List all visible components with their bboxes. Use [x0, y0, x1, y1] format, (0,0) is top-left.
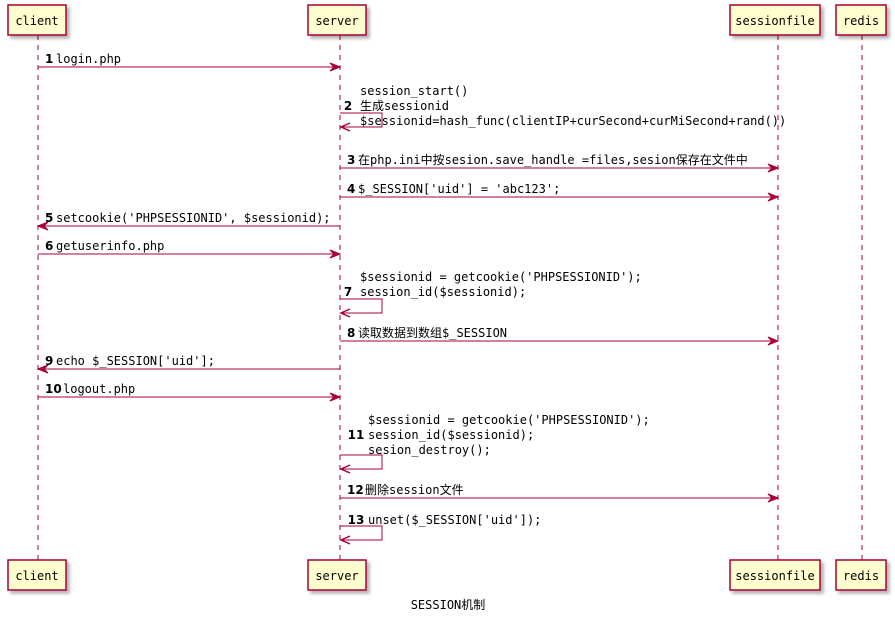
- message-13: unset($_SESSION['uid']);13: [339, 513, 541, 545]
- participant-client-bottom: client: [7, 559, 67, 591]
- self-message-line: [340, 525, 383, 541]
- arrow-head: [339, 535, 351, 545]
- participant-label: sessionfile: [735, 14, 814, 28]
- participant-label: redis: [843, 569, 879, 583]
- arrow-head: [339, 464, 351, 474]
- message-text: getuserinfo.php: [56, 239, 164, 253]
- message-number: 6: [45, 239, 53, 253]
- message-text: $sessionid = getcookie('PHPSESSIONID');: [368, 413, 650, 427]
- participant-client-top: client: [7, 4, 67, 36]
- participant-sessionfile-bottom: sessionfile: [729, 559, 821, 591]
- arrow-head: [339, 308, 351, 318]
- self-message-line: [340, 298, 383, 314]
- message-text: 删除session文件: [365, 482, 464, 497]
- participant-label: sessionfile: [735, 569, 814, 583]
- message-text: session_start(): [360, 84, 468, 98]
- arrow-head: [329, 392, 342, 402]
- message-text: login.php: [56, 52, 121, 66]
- arrow-head: [36, 221, 49, 231]
- participant-box: [7, 4, 67, 36]
- participant-box: [729, 559, 821, 591]
- participant-redis-top: redis: [835, 4, 887, 36]
- lifelines: [37, 35, 863, 560]
- self-message-line: [340, 112, 383, 128]
- participant-box: [835, 559, 887, 591]
- message-text: unset($_SESSION['uid']);: [368, 513, 541, 527]
- participant-label: redis: [843, 14, 879, 28]
- participant-label: client: [15, 14, 58, 28]
- message-text: setcookie('PHPSESSIONID', $sessionid);: [56, 211, 331, 225]
- message-2: session_start()生成sessionid$sessionid=has…: [339, 84, 786, 132]
- participant-box: [835, 4, 887, 36]
- message-text: session_id($sessionid);: [360, 285, 526, 299]
- participant-redis-bottom: redis: [835, 559, 887, 591]
- message-11: $sessionid = getcookie('PHPSESSIONID');s…: [339, 413, 650, 474]
- message-number: 10: [45, 382, 62, 396]
- message-4: 4$_SESSION['uid'] = 'abc123';: [340, 182, 780, 202]
- message-text: logout.php: [63, 382, 135, 396]
- arrow-head: [36, 364, 49, 374]
- message-text: 读取数据到数组$_SESSION: [358, 325, 507, 340]
- arrow-head: [767, 336, 780, 346]
- message-number: 13: [348, 513, 365, 527]
- participant-box: [729, 4, 821, 36]
- message-number: 4: [347, 182, 355, 196]
- participant-box: [7, 559, 67, 591]
- message-number: 2: [344, 99, 352, 113]
- participant-server-bottom: server: [307, 559, 367, 591]
- arrow-head: [767, 493, 780, 503]
- message-number: 12: [347, 483, 364, 497]
- message-number: 5: [45, 211, 53, 225]
- message-text: sesion_destroy();: [368, 443, 491, 457]
- message-number: 7: [344, 285, 352, 299]
- participant-label: client: [15, 569, 58, 583]
- message-text: session_id($sessionid);: [368, 428, 534, 442]
- participants: client server sessionfile redis client server…: [7, 4, 887, 591]
- participant-label: server: [315, 569, 358, 583]
- message-number: 11: [348, 428, 365, 442]
- arrow-head: [329, 62, 342, 72]
- message-text: $sessionid=hash_func(clientIP+curSecond+…: [360, 114, 786, 128]
- arrow-head: [329, 249, 342, 259]
- participant-box: [307, 559, 367, 591]
- message-number: 8: [347, 326, 355, 340]
- arrow-head: [339, 122, 351, 132]
- message-text: $sessionid = getcookie('PHPSESSIONID');: [360, 270, 642, 284]
- message-number: 3: [347, 153, 355, 167]
- diagram-caption: SESSION机制: [411, 598, 486, 612]
- message-text: $_SESSION['uid'] = 'abc123';: [358, 182, 560, 196]
- message-number: 1: [45, 52, 53, 66]
- arrow-head: [767, 163, 780, 173]
- message-text: 在php.ini中按sesion.save_handle =files,sesi…: [358, 152, 748, 167]
- participant-sessionfile-top: sessionfile: [729, 4, 821, 36]
- message-number: 9: [45, 354, 53, 368]
- participant-label: server: [315, 14, 358, 28]
- message-text: 生成sessionid: [360, 99, 449, 113]
- arrow-head: [767, 192, 780, 202]
- participant-server-top: server: [307, 4, 367, 36]
- self-message-line: [340, 454, 383, 470]
- participant-box: [307, 4, 367, 36]
- message-7: $sessionid = getcookie('PHPSESSIONID');s…: [339, 270, 642, 318]
- message-text: echo $_SESSION['uid'];: [56, 354, 215, 368]
